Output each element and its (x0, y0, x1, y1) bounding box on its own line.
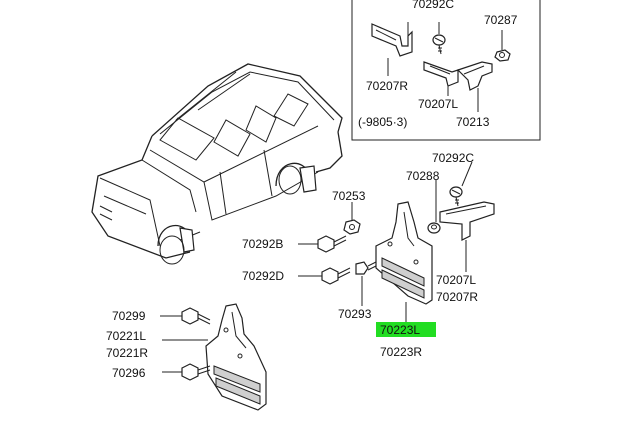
label-70288: 70288 (406, 169, 440, 183)
inset-detail-box: 70292C 70287 70207R 70207L 70213 (-9805·… (351, 0, 541, 141)
label-70223l: 70223L (380, 323, 420, 337)
label-70292d: 70292D (242, 269, 284, 283)
label-70292c: 70292C (432, 151, 474, 165)
label-70292c-inset: 70292C (412, 0, 454, 11)
vehicle-illustration (91, 63, 343, 265)
bracket-70213-inset (456, 61, 493, 91)
label-70296: 70296 (112, 366, 146, 380)
bolt-70292c (449, 186, 463, 207)
label-70221l: 70221L (106, 329, 146, 343)
rear-mud-guard-assembly: 70292C 70288 70253 70292B 70292D 70207L … (242, 151, 495, 359)
label-70221r: 70221R (106, 346, 148, 360)
label-70213-inset: 70213 (456, 115, 490, 129)
label-70299: 70299 (112, 309, 146, 323)
label-70207r: 70207R (436, 290, 478, 304)
label-70207r-inset: 70207R (366, 79, 408, 93)
bracket-70207r-inset (371, 23, 413, 57)
mud-guard-70223 (375, 201, 433, 305)
bolt-70296 (181, 363, 211, 381)
bolt-70292d (321, 267, 351, 285)
bracket-70207 (439, 201, 495, 241)
bracket-70207l-inset (423, 61, 459, 87)
label-70207l: 70207L (436, 273, 476, 287)
nut-70253 (343, 219, 361, 235)
label-70223r: 70223R (380, 345, 422, 359)
bolt-70292b (317, 235, 347, 253)
front-mud-guard-assembly: 70299 70221L 70221R 70296 (106, 303, 267, 411)
label-70292b: 70292B (242, 237, 283, 251)
label-70287-inset: 70287 (484, 13, 518, 27)
collar-70288 (427, 222, 441, 234)
bolt-70292c-inset (432, 34, 446, 55)
mud-guard-70221 (205, 303, 267, 411)
label-70253: 70253 (332, 189, 366, 203)
label-date-range: (-9805·3) (358, 115, 407, 129)
label-70293: 70293 (338, 307, 372, 321)
highlight-box-70223l (376, 322, 436, 337)
screw-70293 (355, 261, 377, 275)
label-70207l-inset: 70207L (418, 97, 458, 111)
bolt-70299 (181, 307, 211, 325)
nut-70287-inset (494, 49, 511, 62)
